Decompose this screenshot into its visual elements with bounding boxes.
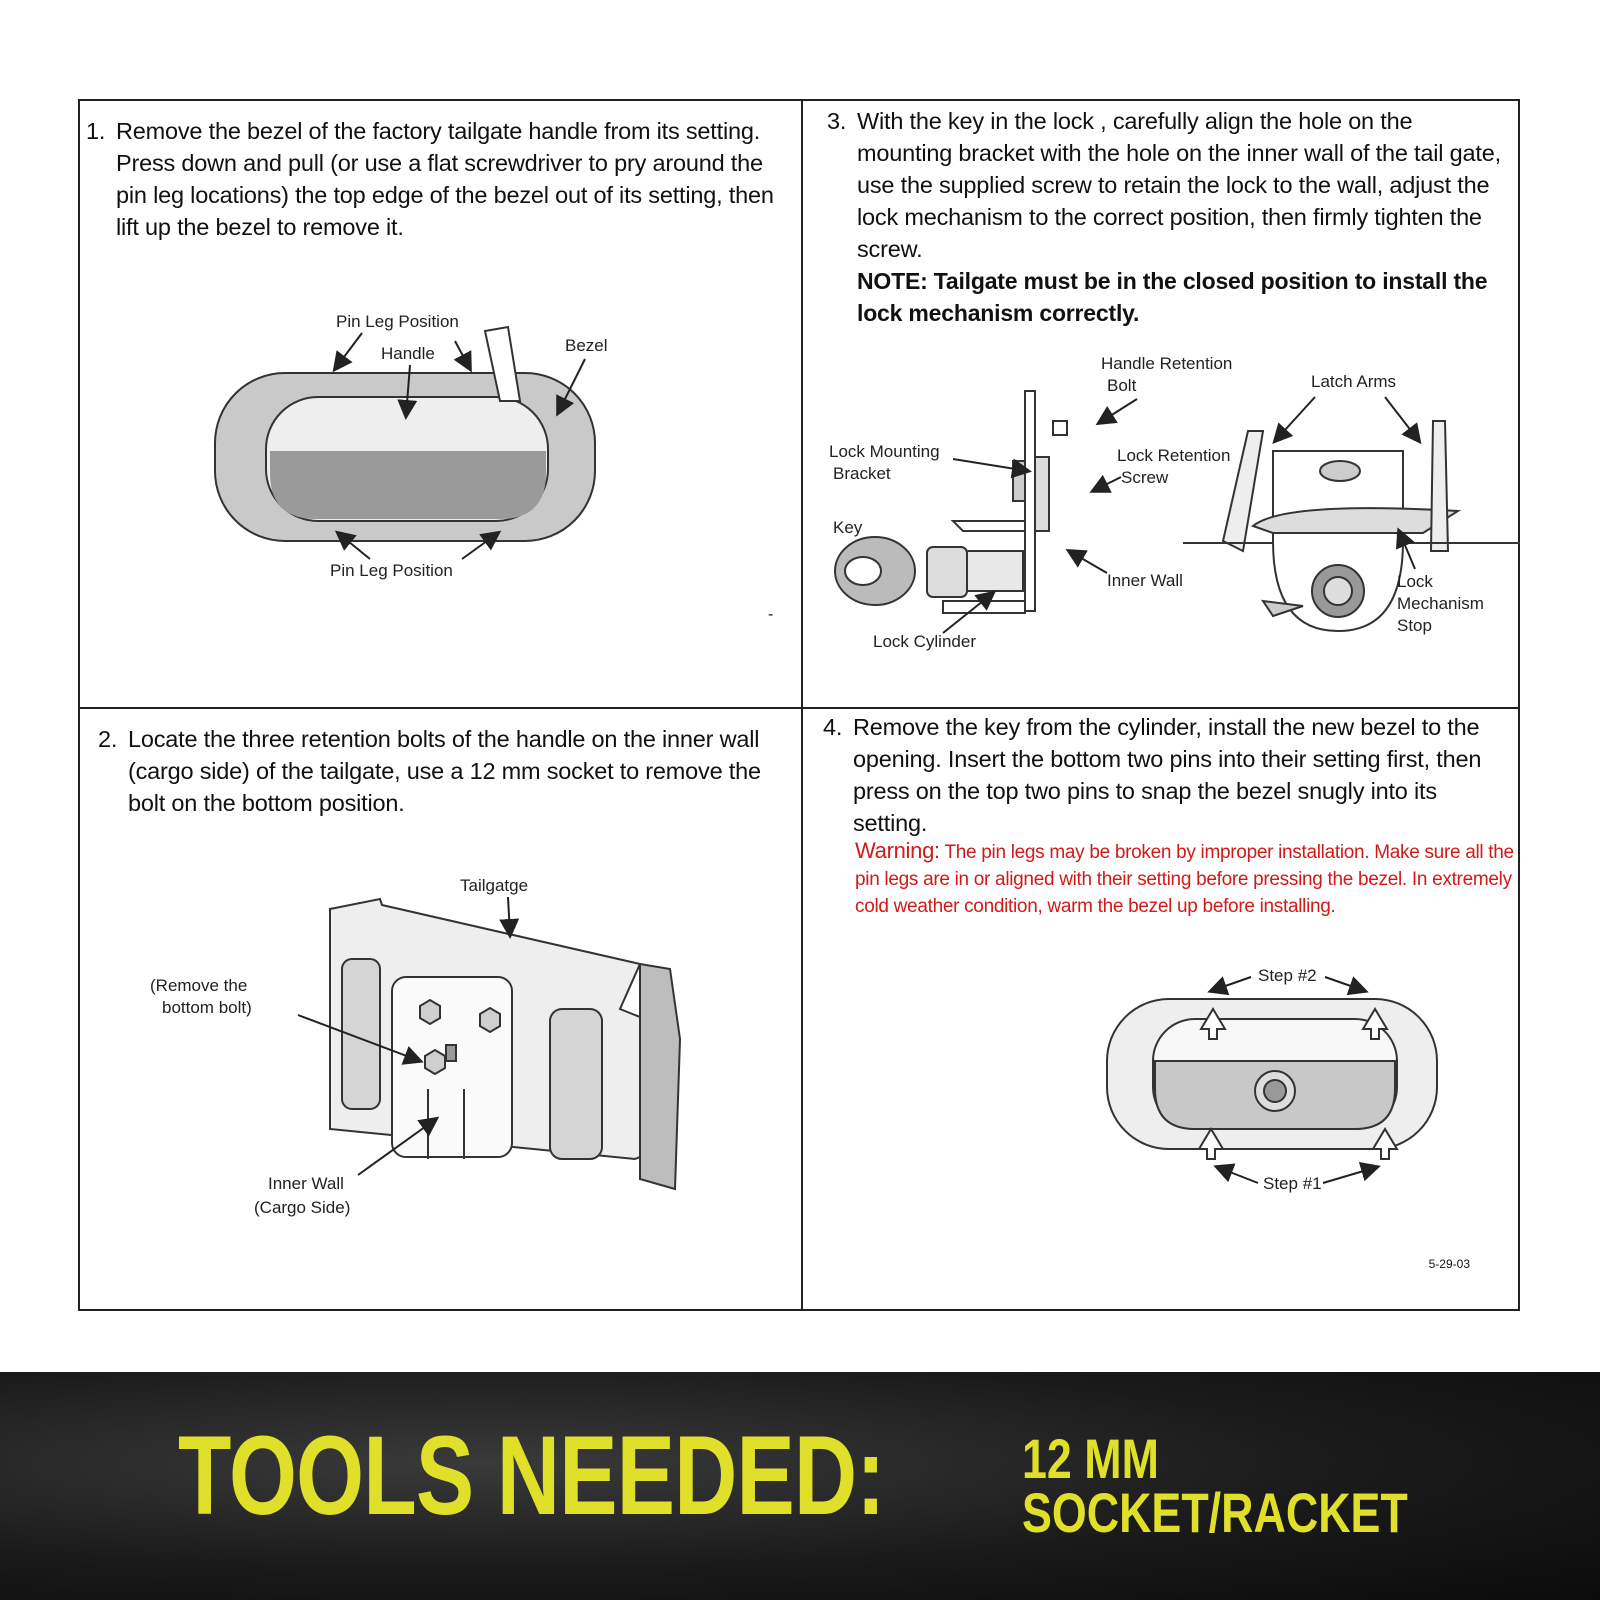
pin-leg-top-label: Pin Leg Position bbox=[336, 312, 459, 331]
step-2-panel: 2. Locate the three retention bolts of t… bbox=[80, 709, 801, 1311]
tools-needed-heading: TOOLS NEEDED: bbox=[178, 1413, 885, 1538]
instruction-grid: 1. Remove the bezel of the factory tailg… bbox=[78, 99, 1520, 1311]
step-4-number: 4. bbox=[823, 714, 843, 740]
bezel-install-diagram: Step #2 Step #1 bbox=[1106, 966, 1438, 1193]
pin-leg-bottom-label: Pin Leg Position bbox=[330, 561, 453, 580]
step-4-instructions: 4. Remove the key from the cylinder, ins… bbox=[823, 711, 1513, 839]
stray-dash: - bbox=[768, 606, 774, 623]
lock-stop-label-3: Stop bbox=[1397, 616, 1432, 635]
key-label: Key bbox=[833, 518, 863, 537]
lock-retention-label-1: Lock Retention bbox=[1117, 446, 1230, 465]
step-3-instructions: 3. With the key in the lock , carefully … bbox=[827, 105, 1507, 329]
lock-install-diagram: Handle Retention Bolt Latch Arms Lock Mo… bbox=[829, 354, 1520, 651]
step-3-panel: 3. With the key in the lock , carefully … bbox=[803, 101, 1520, 707]
warning-block: Warning: The pin legs may be broken by i… bbox=[855, 837, 1515, 920]
bezel-shape bbox=[214, 325, 596, 542]
tool-line-1: 12 MM bbox=[1022, 1427, 1159, 1490]
remove-bolt-label-2: bottom bolt) bbox=[162, 998, 252, 1017]
latch-arms-label: Latch Arms bbox=[1311, 372, 1396, 391]
step-3-text: With the key in the lock , carefully ali… bbox=[857, 108, 1501, 262]
step-4-panel: 4. Remove the key from the cylinder, ins… bbox=[803, 709, 1520, 1311]
new-bezel-drawing bbox=[1106, 998, 1438, 1160]
grid-divider-horizontal bbox=[80, 707, 1518, 709]
tools-list: 12 MM SOCKET/RACKET bbox=[1022, 1427, 1408, 1544]
lock-stop-label-1: Lock bbox=[1397, 572, 1433, 591]
bezel-label: Bezel bbox=[565, 336, 608, 355]
step-1-number: 1. bbox=[86, 118, 106, 144]
step-4-text: Remove the key from the cylinder, instal… bbox=[853, 714, 1482, 836]
handle-retention-label-2: Bolt bbox=[1107, 376, 1137, 395]
step-1-panel: 1. Remove the bezel of the factory tailg… bbox=[80, 101, 801, 707]
lock-cylinder-drawing bbox=[834, 390, 1068, 614]
latch-mechanism-drawing bbox=[1183, 420, 1520, 633]
tailgate-label: Tailgatge bbox=[460, 876, 528, 895]
tool-line-2: SOCKET/RACKET bbox=[1022, 1481, 1408, 1544]
warning-label: Warning: bbox=[855, 838, 940, 863]
inner-wall-cargo-label-1: Inner Wall bbox=[268, 1174, 344, 1193]
lock-cylinder-label: Lock Cylinder bbox=[873, 632, 976, 651]
tailgate-drawing bbox=[329, 897, 682, 1191]
step-2-instructions: 2. Locate the three retention bolts of t… bbox=[98, 723, 778, 819]
step-3-number: 3. bbox=[827, 108, 847, 134]
step-1-instructions: 1. Remove the bezel of the factory tailg… bbox=[86, 115, 786, 243]
bezel-removal-diagram: Pin Leg Position Handle Bezel Pin Leg Po… bbox=[214, 312, 608, 580]
tools-needed-banner bbox=[0, 1372, 1600, 1600]
step-2-callout: Step #2 bbox=[1258, 966, 1317, 985]
step-2-text: Locate the three retention bolts of the … bbox=[128, 726, 761, 816]
lock-mounting-label-1: Lock Mounting bbox=[829, 442, 940, 461]
step-2-number: 2. bbox=[98, 726, 118, 752]
revision-date: 5-29-03 bbox=[1428, 1257, 1470, 1271]
grid-divider-vertical bbox=[801, 101, 803, 1309]
step-3-note: NOTE: Tailgate must be in the closed pos… bbox=[857, 268, 1488, 326]
tailgate-bolt-diagram: Tailgatge (Remove the bottom bolt) Inner… bbox=[150, 876, 682, 1217]
lock-mounting-label-2: Bracket bbox=[833, 464, 891, 483]
inner-wall-cargo-label-2: (Cargo Side) bbox=[254, 1198, 350, 1217]
step-1-text: Remove the bezel of the factory tailgate… bbox=[116, 118, 774, 240]
inner-wall-label: Inner Wall bbox=[1107, 571, 1183, 590]
warning-text: The pin legs may be broken by improper i… bbox=[855, 842, 1514, 917]
handle-retention-label-1: Handle Retention bbox=[1101, 354, 1232, 373]
handle-label: Handle bbox=[381, 344, 435, 363]
lock-stop-label-2: Mechanism bbox=[1397, 594, 1484, 613]
step-1-callout: Step #1 bbox=[1263, 1174, 1322, 1193]
lock-retention-label-2: Screw bbox=[1121, 468, 1169, 487]
remove-bolt-label-1: (Remove the bbox=[150, 976, 247, 995]
